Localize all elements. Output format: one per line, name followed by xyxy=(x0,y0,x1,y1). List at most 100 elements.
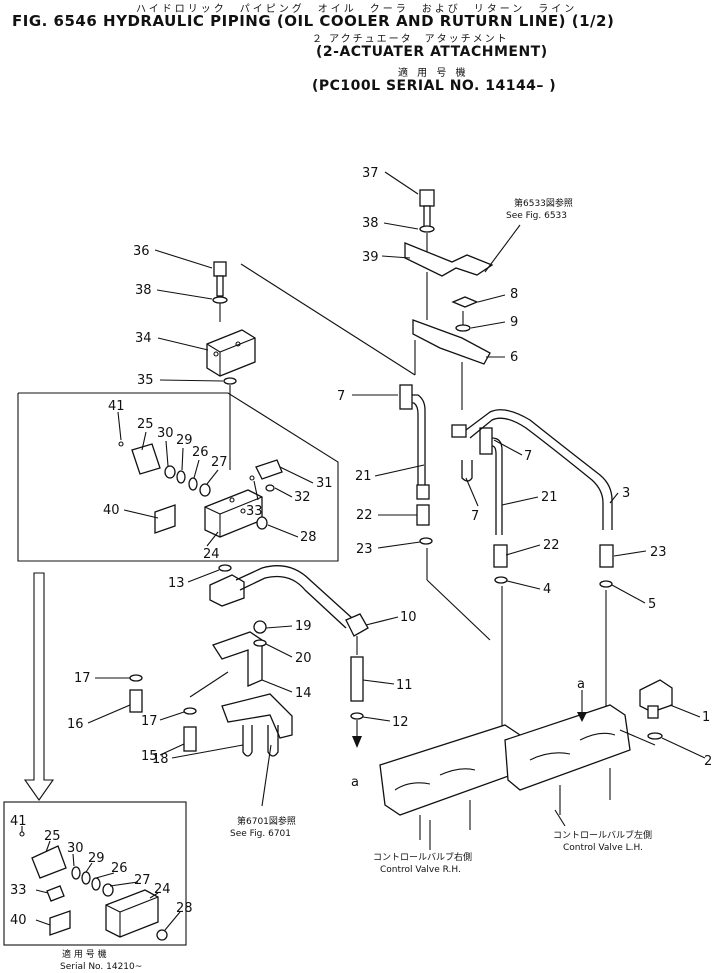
inset-block-24 xyxy=(105,889,159,938)
washer-9 xyxy=(455,324,471,332)
callout: 31 xyxy=(316,476,333,491)
bolt-15 xyxy=(183,726,197,752)
callout: 30 xyxy=(157,426,174,441)
o-ring-2 xyxy=(647,732,663,740)
callout: 8 xyxy=(510,287,518,302)
o-ring-12 xyxy=(350,712,364,720)
union-11 xyxy=(350,656,364,702)
callout: 24 xyxy=(154,882,171,897)
o-ring-23-right xyxy=(494,576,508,584)
arrow-label-a: a xyxy=(351,775,359,790)
inset-valve-25 xyxy=(31,845,67,879)
note-see-6533: See Fig. 6533 xyxy=(506,211,567,221)
callout: 5 xyxy=(648,597,656,612)
o-ring-28 xyxy=(256,516,268,530)
callout: 28 xyxy=(300,530,317,545)
bolt-36 xyxy=(213,261,227,277)
control-valve-lh xyxy=(504,704,631,791)
callout: 15 xyxy=(141,749,158,764)
callout: 20 xyxy=(295,651,312,666)
block-34 xyxy=(206,329,256,377)
o-ring-5 xyxy=(599,580,613,588)
callout: 40 xyxy=(10,913,27,928)
callout: 41 xyxy=(108,399,125,414)
callout: 2 xyxy=(704,754,712,769)
callout: 25 xyxy=(44,829,61,844)
plate-6 xyxy=(412,319,491,365)
callout: 37 xyxy=(362,166,379,181)
inset-serial: Serial No. 14210~ xyxy=(60,962,142,972)
callout: 7 xyxy=(471,509,479,524)
callout: 4 xyxy=(543,582,551,597)
note-see-6701: See Fig. 6701 xyxy=(230,829,291,839)
union-22-left xyxy=(416,504,430,526)
callout: 16 xyxy=(67,717,84,732)
callout: 34 xyxy=(135,331,152,346)
callout: 26 xyxy=(192,445,209,460)
callout: 39 xyxy=(362,250,379,265)
down-arrow-icon xyxy=(23,572,55,801)
callout: 19 xyxy=(295,619,312,634)
callout: 41 xyxy=(10,814,27,829)
callout: 38 xyxy=(135,283,152,298)
connector-4 xyxy=(599,544,614,568)
callout-labels: 37 38 39 8 9 6 36 38 34 35 7 41 25 30 29… xyxy=(10,166,712,928)
bolt-16 xyxy=(129,689,143,713)
washer-38-left xyxy=(212,296,228,304)
pipe-3 xyxy=(465,409,613,530)
figure-title: FIG. 6546 HYDRAULIC PIPING (OIL COOLER A… xyxy=(12,12,615,30)
callout: 9 xyxy=(510,315,518,330)
washer-20 xyxy=(253,639,267,647)
callout: 22 xyxy=(356,508,373,523)
note-see-6533-jp: 第6533図参照 xyxy=(514,197,573,209)
callout: 27 xyxy=(211,455,228,470)
note-see-6701-jp: 第6701図参照 xyxy=(237,815,296,827)
arrow-a-right-icon xyxy=(577,712,587,722)
callout: 29 xyxy=(88,851,105,866)
callout: 3 xyxy=(622,486,630,501)
elbow-10 xyxy=(345,613,369,637)
bolt-37 xyxy=(419,189,435,207)
callout: 26 xyxy=(111,861,128,876)
ring-27 xyxy=(199,483,211,497)
callout: 23 xyxy=(356,542,373,557)
callout: 7 xyxy=(524,449,532,464)
callout: 14 xyxy=(295,686,312,701)
callout: 22 xyxy=(543,538,560,553)
callout: 40 xyxy=(103,503,120,518)
plug-41 xyxy=(118,441,124,447)
valve-25 xyxy=(131,443,161,475)
union-22-right xyxy=(493,544,508,568)
u-bolt-7 xyxy=(461,460,473,482)
arrow-a-left-icon xyxy=(352,736,362,748)
callout: 33 xyxy=(246,504,263,519)
callout: 29 xyxy=(176,433,193,448)
note-cv-lh: Control Valve L.H. xyxy=(563,843,643,853)
callout: 24 xyxy=(203,547,220,562)
elbow-7-mid xyxy=(451,424,467,438)
inset-kana: 適 用 号 機 xyxy=(62,948,107,960)
callout: 12 xyxy=(392,715,409,730)
callout: 30 xyxy=(67,841,84,856)
callout: 10 xyxy=(400,610,417,625)
callout: 32 xyxy=(294,490,311,505)
callout: 27 xyxy=(134,873,151,888)
ring-30 xyxy=(164,465,176,479)
subtitle-kana: ２ アクチュエータ アタッチメント xyxy=(312,34,509,45)
callout: 25 xyxy=(137,417,154,432)
u-bolt-18 xyxy=(242,725,253,757)
callout: 21 xyxy=(541,490,558,505)
washer-32 xyxy=(265,484,275,492)
callout: 23 xyxy=(650,545,667,560)
callout: 36 xyxy=(133,244,150,259)
detail-frame xyxy=(17,392,339,562)
callout: 6 xyxy=(510,350,518,365)
elbow-7-top xyxy=(399,384,413,410)
clamp-14 xyxy=(212,631,263,687)
callout: 28 xyxy=(176,901,193,916)
flange-block xyxy=(209,574,245,607)
serial-kana: 適 用 号 機 xyxy=(398,68,469,79)
nut-19 xyxy=(253,620,267,634)
ball-33 xyxy=(249,475,255,481)
note-cv-rh-jp: コントロールバルブ右側 xyxy=(373,851,472,863)
